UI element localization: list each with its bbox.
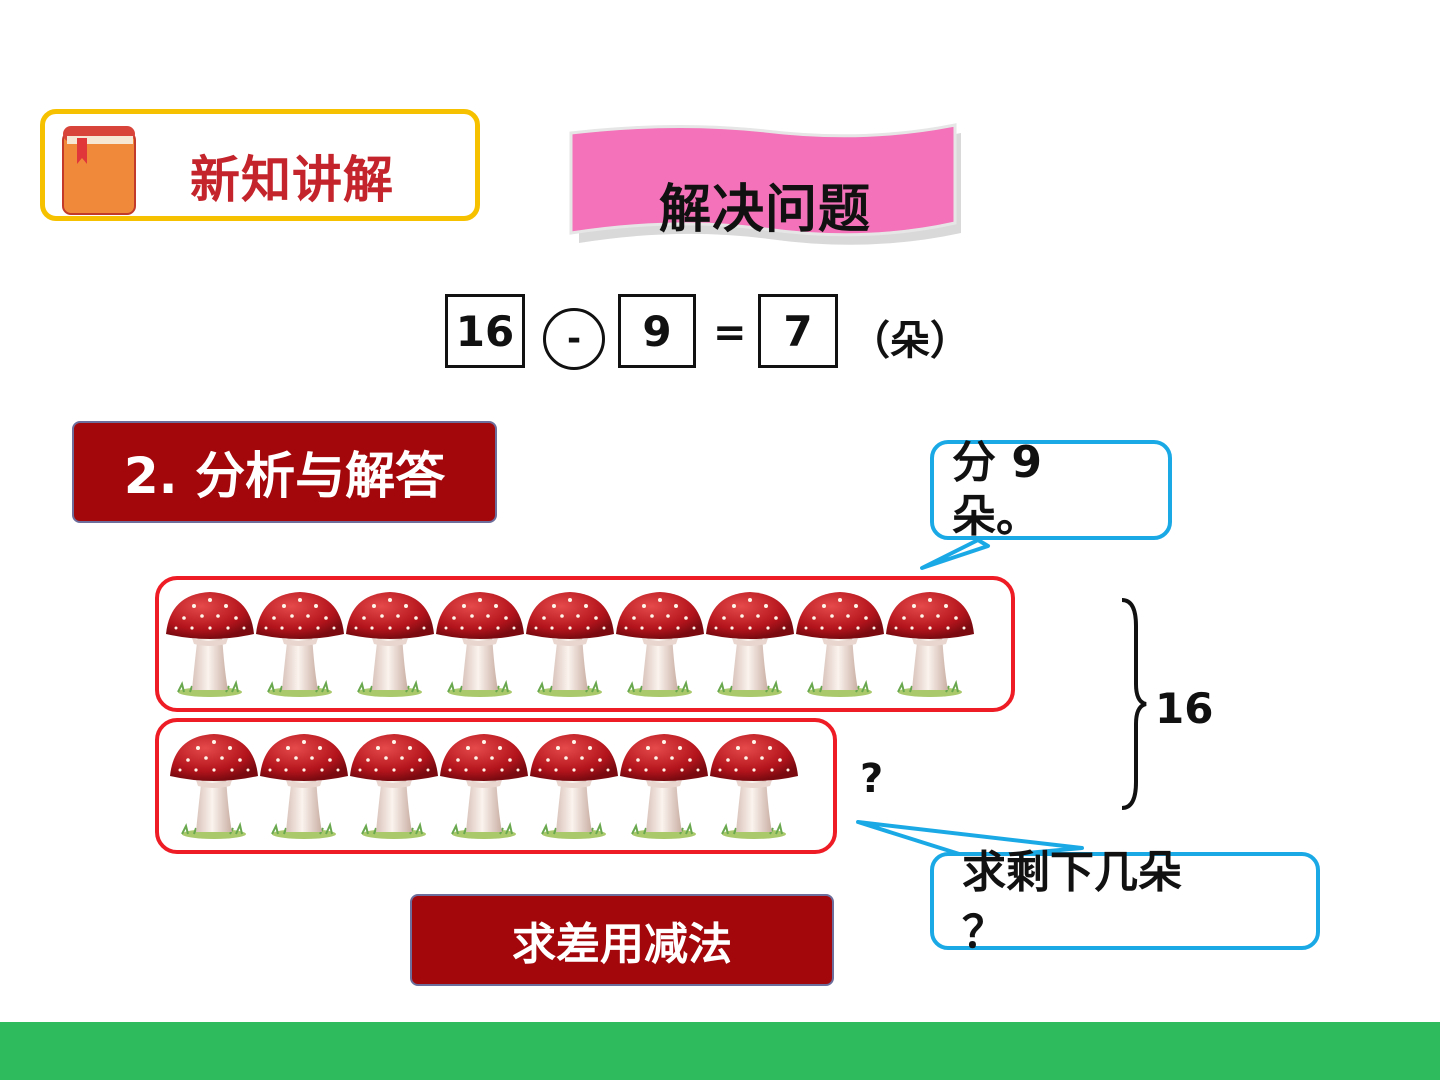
- analysis-label: 2. 分析与解答: [72, 421, 497, 523]
- method-label: 求差用减法: [410, 894, 834, 986]
- operator-circle: -: [543, 308, 605, 370]
- mushroom: [258, 730, 350, 846]
- mushroom: [254, 588, 346, 704]
- subtrahend-box: 9: [618, 294, 696, 368]
- mushroom-icon: [530, 734, 618, 839]
- mushroom-icon: [166, 592, 254, 697]
- mushroom-icon: [440, 734, 528, 839]
- mushroom: [618, 730, 710, 846]
- book-icon: [62, 126, 136, 215]
- question-mark: ?: [860, 756, 884, 802]
- minuend-box: 16: [445, 294, 525, 368]
- mushroom-icon: [886, 592, 974, 697]
- mushroom: [344, 588, 436, 704]
- ribbon-title: 解决问题: [658, 180, 871, 240]
- equals-sign: =: [713, 310, 747, 356]
- mushroom-icon: [256, 592, 344, 697]
- mushroom-icon: [526, 592, 614, 697]
- mushroom: [168, 730, 260, 846]
- right-brace-icon: [1121, 598, 1147, 810]
- mushroom: [438, 730, 530, 846]
- bottom-callout-line2: ？: [962, 907, 1006, 958]
- mushroom: [794, 588, 886, 704]
- mushroom-icon: [346, 592, 434, 697]
- mushroom: [614, 588, 706, 704]
- mushroom-icon: [710, 734, 798, 839]
- top-callout: [930, 440, 1172, 540]
- bottom-callout-line1: 求剩下几朵: [962, 847, 1182, 898]
- method-label-text: 求差用减法: [512, 919, 732, 970]
- result-box: 7: [758, 294, 838, 368]
- mushroom: [164, 588, 256, 704]
- mushroom: [704, 588, 796, 704]
- top-callout-pointer: [920, 538, 990, 570]
- mushroom-icon: [260, 734, 348, 839]
- mushroom: [884, 588, 976, 704]
- mushroom-icon: [616, 592, 704, 697]
- brace-total-label: 16: [1155, 684, 1214, 733]
- unit-label: （朵）: [850, 318, 970, 364]
- bottom-callout: [930, 852, 1320, 950]
- ribbon-shape: [569, 123, 961, 245]
- mushroom-icon: [620, 734, 708, 839]
- mushroom: [434, 588, 526, 704]
- top-callout-line2: 朵。: [952, 491, 1040, 542]
- section-title: 新知讲解: [190, 151, 394, 209]
- mushroom-row-2: [155, 718, 837, 854]
- mushroom: [528, 730, 620, 846]
- analysis-label-text: 2. 分析与解答: [123, 447, 446, 505]
- mushroom-icon: [796, 592, 884, 697]
- mushroom-row-1: [155, 576, 1015, 712]
- mushroom: [348, 730, 440, 846]
- mushroom-icon: [170, 734, 258, 839]
- title-ribbon: 解决问题: [565, 123, 965, 251]
- mushroom: [708, 730, 800, 846]
- section-badge: 新知讲解: [40, 109, 480, 221]
- bottom-bar: [0, 1022, 1440, 1080]
- mushroom-icon: [706, 592, 794, 697]
- mushroom-icon: [436, 592, 524, 697]
- top-callout-line1: 分 9: [952, 437, 1042, 488]
- mushroom: [524, 588, 616, 704]
- mushroom-icon: [350, 734, 438, 839]
